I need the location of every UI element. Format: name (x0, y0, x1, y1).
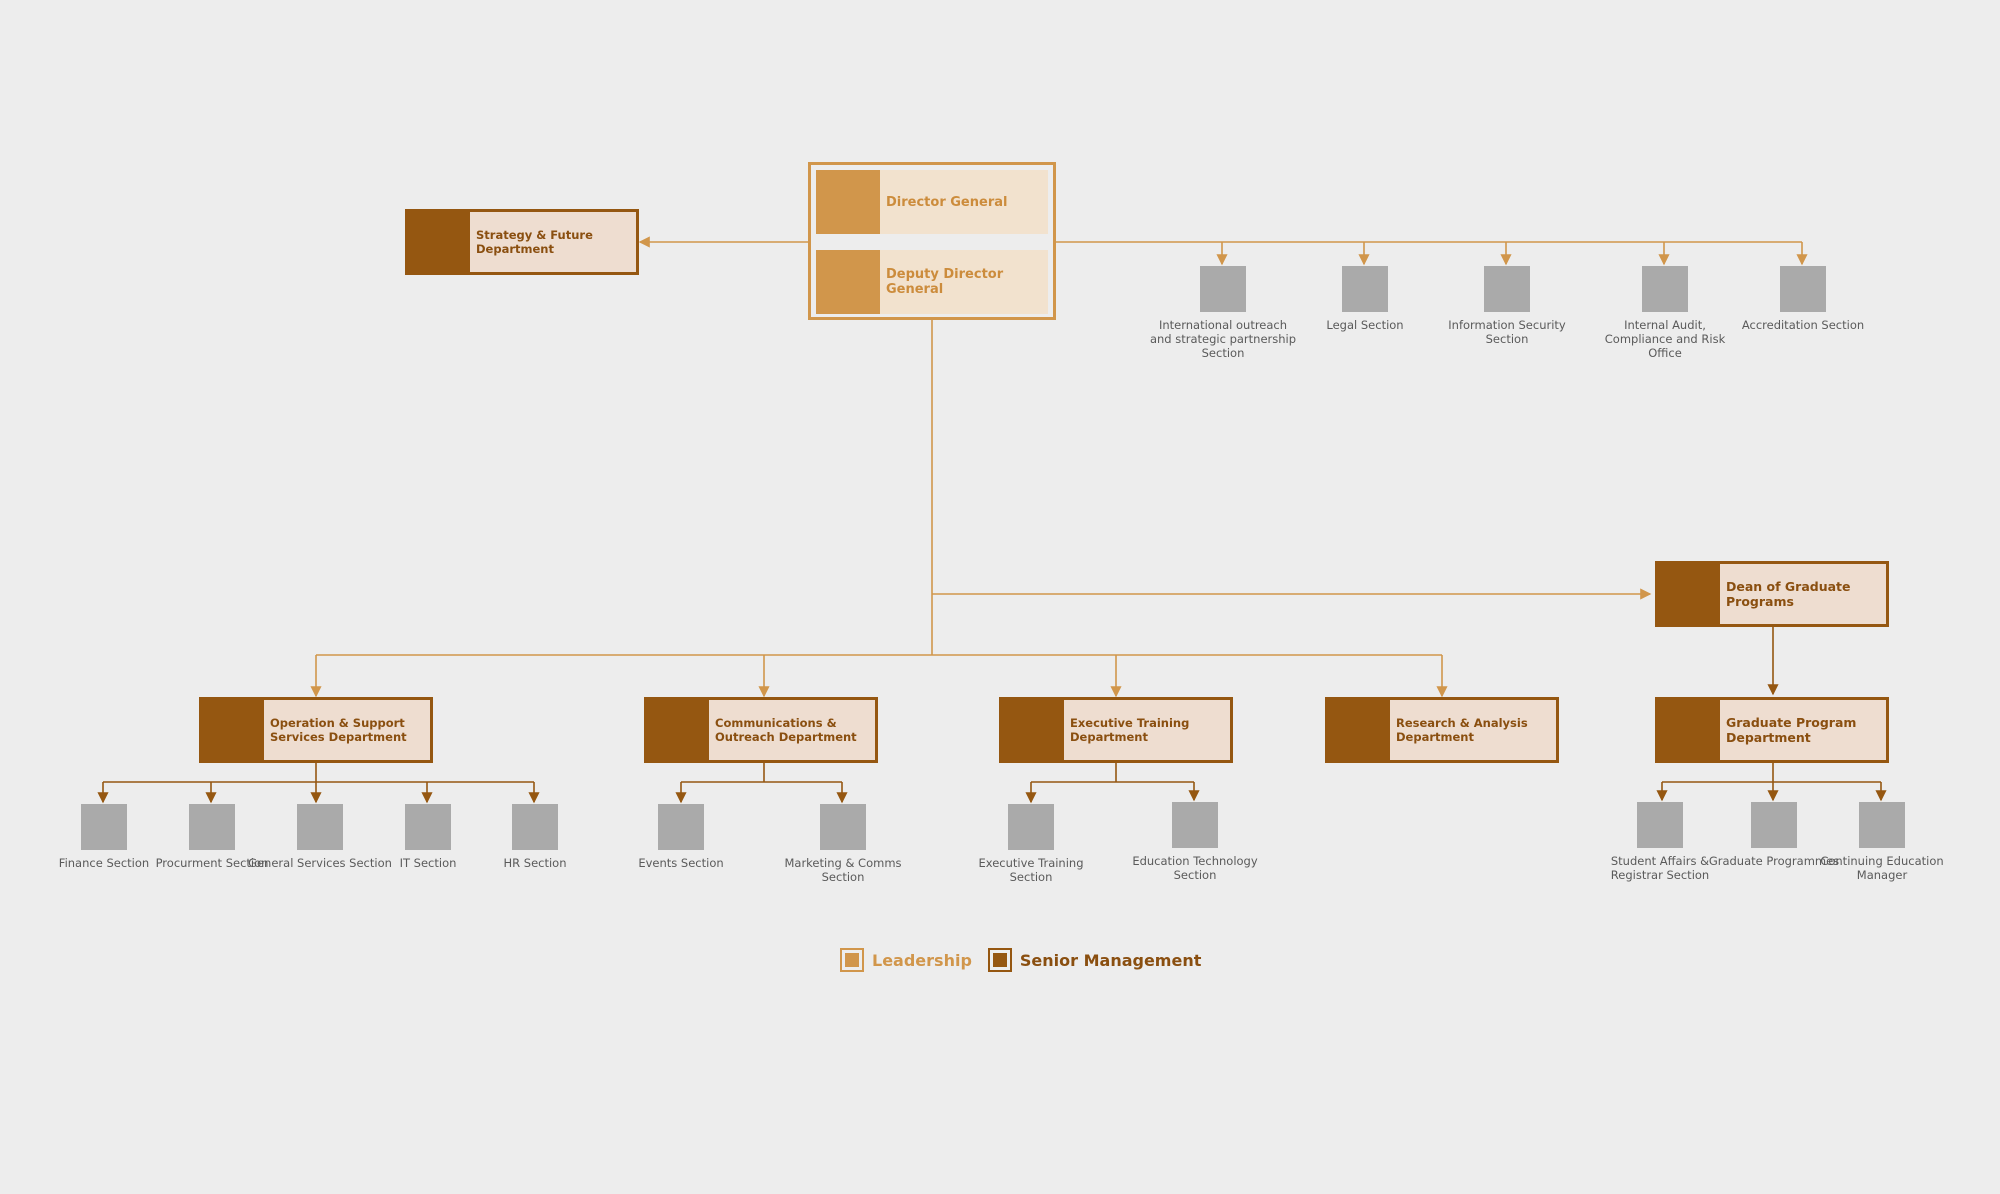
section-marketing[interactable]: Marketing & Comms Section (768, 804, 918, 884)
dean-label: Dean of Graduate Programs (1726, 579, 1851, 609)
graduate-department-label: Graduate Program Department (1726, 715, 1857, 745)
leadership-swatch (816, 170, 880, 234)
strategy-department-label: Strategy & Future Department (476, 228, 593, 256)
legend-senior-management: Senior Management (987, 948, 1202, 972)
section-label: Procurment Section (155, 856, 269, 870)
graduate-department-box[interactable]: Graduate Program Department (1655, 697, 1889, 763)
operation-department-box[interactable]: Operation & Support Services Department (199, 697, 433, 763)
office-label: Internal Audit, Compliance and Risk Offi… (1604, 318, 1726, 360)
section-finance[interactable]: Finance Section (29, 804, 179, 870)
section-label: Executive Training Section (978, 856, 1084, 884)
office-label: International outreach and strategic par… (1149, 318, 1297, 360)
section-square (297, 804, 343, 850)
research-department-label: Research & Analysis Department (1396, 716, 1528, 744)
section-it[interactable]: IT Section (353, 804, 503, 870)
office-audit[interactable]: Internal Audit, Compliance and Risk Offi… (1590, 266, 1740, 360)
office-international[interactable]: International outreach and strategic par… (1148, 266, 1298, 360)
section-square (1484, 266, 1530, 312)
communications-department-box[interactable]: Communications & Outreach Department (644, 697, 878, 763)
section-events[interactable]: Events Section (606, 804, 756, 870)
legend-leadership-label: Leadership (872, 950, 972, 970)
office-accreditation[interactable]: Accreditation Section (1728, 266, 1878, 332)
section-label: Marketing & Comms Section (784, 856, 902, 884)
section-square (1637, 802, 1683, 848)
executive-department-box[interactable]: Executive Training Department (999, 697, 1233, 763)
office-label: Information Security Section (1448, 318, 1566, 346)
section-label: Education Technology Section (1132, 854, 1258, 882)
director-general-label: Director General (886, 194, 1008, 210)
legend-senior-swatch (987, 948, 1012, 972)
section-student-affairs[interactable]: Student Affairs & Registrar Section (1585, 802, 1735, 882)
deputy-director-general-label: Deputy Director General (886, 267, 1004, 297)
office-label: Accreditation Section (1741, 318, 1865, 332)
section-label: Events Section (638, 856, 724, 870)
section-procurement[interactable]: Procurment Section (137, 804, 287, 870)
office-infosec[interactable]: Information Security Section (1432, 266, 1582, 346)
section-square (1008, 804, 1054, 850)
section-label: Student Affairs & Registrar Section (1610, 854, 1710, 882)
section-square (189, 804, 235, 850)
office-label: Legal Section (1326, 318, 1404, 332)
operation-department-label: Operation & Support Services Department (270, 716, 407, 744)
section-graduate-programmes[interactable]: Graduate Programmes (1699, 802, 1849, 868)
legend: Leadership Senior Management (840, 948, 1217, 972)
section-square (1642, 266, 1688, 312)
deputy-director-general-box[interactable]: Deputy Director General (816, 250, 1048, 314)
section-label: General Services Section (248, 856, 392, 870)
communications-department-label: Communications & Outreach Department (715, 716, 857, 744)
section-education-technology[interactable]: Education Technology Section (1120, 802, 1270, 882)
senior-swatch (202, 700, 264, 760)
legend-leadership-swatch (840, 948, 864, 972)
senior-swatch (408, 212, 470, 272)
section-square (405, 804, 451, 850)
section-square (1780, 266, 1826, 312)
section-square (1859, 802, 1905, 848)
section-label: Graduate Programmes (1708, 854, 1840, 868)
section-label: IT Section (399, 856, 457, 870)
office-legal[interactable]: Legal Section (1290, 266, 1440, 332)
director-general-box[interactable]: Director General (816, 170, 1048, 234)
senior-swatch (1002, 700, 1064, 760)
leadership-swatch (816, 250, 880, 314)
section-label: Finance Section (58, 856, 150, 870)
section-square (81, 804, 127, 850)
section-square (1342, 266, 1388, 312)
legend-leadership: Leadership (840, 948, 972, 972)
section-square (1751, 802, 1797, 848)
legend-senior-label: Senior Management (1019, 950, 1202, 970)
section-square (1172, 802, 1218, 848)
dean-box[interactable]: Dean of Graduate Programs (1655, 561, 1889, 627)
senior-swatch (1658, 700, 1720, 760)
executive-department-label: Executive Training Department (1070, 716, 1190, 744)
senior-swatch (647, 700, 709, 760)
section-square (512, 804, 558, 850)
senior-swatch (1328, 700, 1390, 760)
section-label: HR Section (503, 856, 567, 870)
research-department-box[interactable]: Research & Analysis Department (1325, 697, 1559, 763)
section-square (658, 804, 704, 850)
section-hr[interactable]: HR Section (460, 804, 610, 870)
section-square (820, 804, 866, 850)
section-executive-training[interactable]: Executive Training Section (956, 804, 1106, 884)
strategy-department-box[interactable]: Strategy & Future Department (405, 209, 639, 275)
section-general-services[interactable]: General Services Section (245, 804, 395, 870)
senior-swatch (1658, 564, 1720, 624)
section-square (1200, 266, 1246, 312)
section-continuing-education[interactable]: Continuing Education Manager (1807, 802, 1957, 882)
section-label: Continuing Education Manager (1820, 854, 1944, 882)
